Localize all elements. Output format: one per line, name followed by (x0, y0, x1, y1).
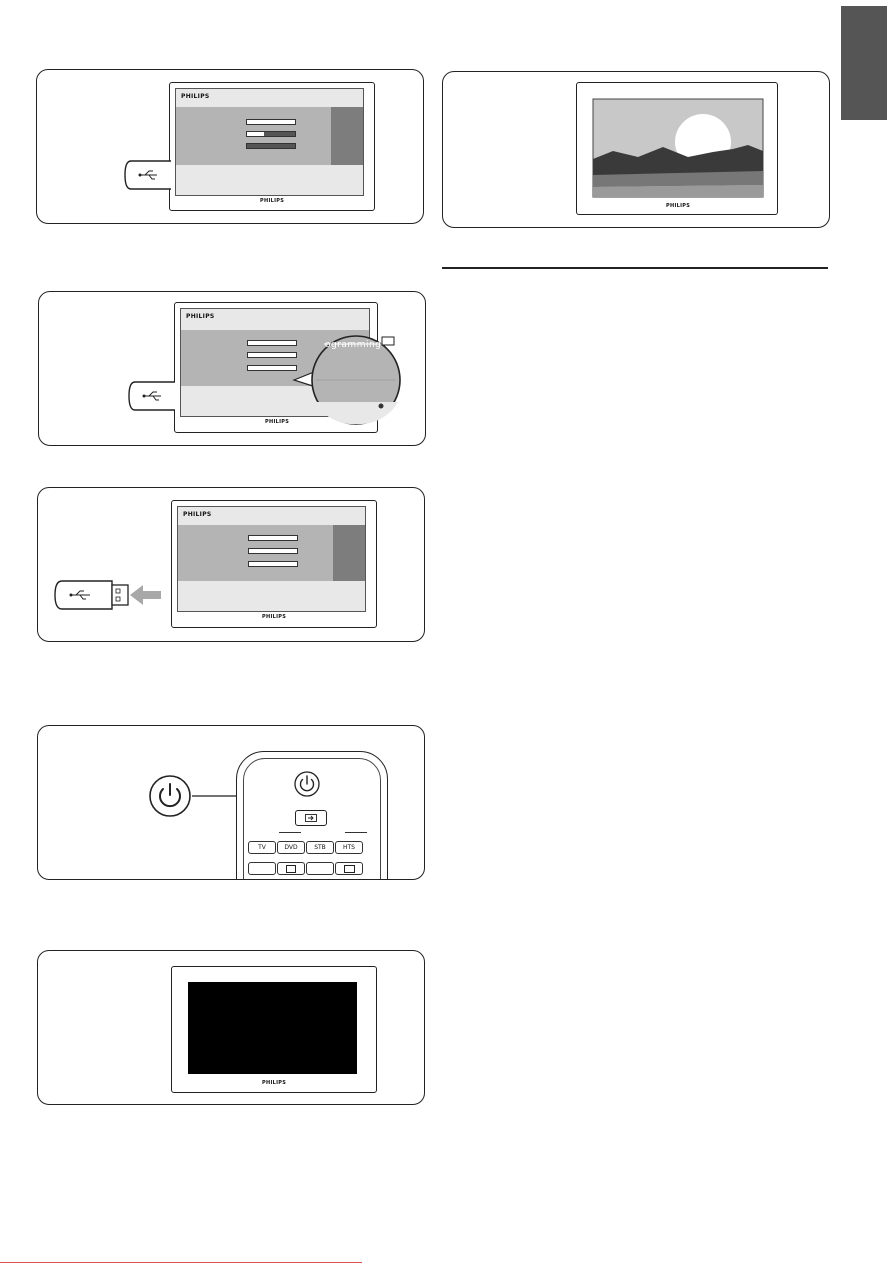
tv-frame: PHILIPS PHILIPS (169, 82, 375, 211)
format-icon (286, 864, 296, 873)
device-key-stb[interactable]: STB (306, 841, 334, 854)
progress-bar (246, 131, 296, 137)
step-panel-usb-removed: PHILIPS PHILIPS (37, 487, 425, 642)
screen-brand-label: PHILIPS (186, 313, 215, 320)
step-panel-sunset: PHILIPS (442, 71, 830, 228)
source-button[interactable] (295, 810, 327, 826)
remote-key[interactable] (248, 862, 276, 875)
tv-brand-label: PHILIPS (260, 198, 285, 204)
menu-side-block (333, 525, 365, 581)
tv-brand-label: PHILIPS (262, 1080, 287, 1086)
tv-brand-label: PHILIPS (265, 419, 290, 425)
screen-brand-label: PHILIPS (181, 93, 210, 100)
tv-screen: PHILIPS (175, 88, 364, 196)
mountains-icon (593, 145, 763, 175)
step-panel-black-screen: PHILIPS (37, 950, 425, 1105)
menu-bar (247, 365, 297, 371)
source-icon (305, 814, 317, 822)
device-key-dvd[interactable]: DVD (277, 841, 305, 854)
device-key-tv[interactable]: TV (248, 841, 276, 854)
screen-format-key[interactable] (335, 862, 363, 875)
language-side-tab (841, 6, 887, 120)
usb-stick-icon (128, 381, 175, 411)
remote-control: TV DVD STB HTS (236, 751, 388, 879)
menu-bar (247, 340, 297, 346)
menu-bar (248, 535, 298, 541)
usb-stick-icon (124, 160, 171, 190)
tv-brand-label: PHILIPS (666, 203, 691, 209)
tv-frame: PHILIPS PHILIPS (171, 500, 377, 628)
step-panel-usb-callout: PHILIPS PHILIPS ogramming (38, 291, 426, 446)
power-icon (149, 775, 191, 817)
tv-frame: PHILIPS (171, 966, 377, 1093)
menu-side-block (331, 107, 363, 165)
arrow-left-icon (130, 585, 161, 605)
tv-brand-label: PHILIPS (262, 614, 287, 620)
step-panel-remote-power: TV DVD STB HTS (37, 725, 425, 880)
menu-bar (248, 561, 298, 567)
tv-screen: PHILIPS (177, 506, 366, 612)
usb-stick-icon (54, 580, 129, 610)
menu-bar (246, 143, 296, 149)
menu-bar (246, 119, 296, 125)
bottom-rule (0, 1262, 362, 1264)
remote-key[interactable] (306, 862, 334, 875)
menu-bar (248, 548, 298, 554)
device-key-hts[interactable]: HTS (335, 841, 363, 854)
sunset-landscape-picture (592, 98, 764, 198)
menu-bar (247, 352, 297, 358)
tv-frame: PHILIPS (576, 82, 778, 215)
screen-format-icon (343, 864, 355, 873)
screen-brand-label: PHILIPS (183, 511, 212, 518)
section-divider (442, 267, 828, 269)
step-panel-usb-progress: PHILIPS PHILIPS (36, 69, 424, 224)
remote-power-button[interactable] (293, 770, 321, 798)
black-screen (188, 982, 357, 1074)
callout-text: ogramming (325, 340, 382, 350)
format-key[interactable] (277, 862, 305, 875)
zoom-callout (292, 335, 401, 425)
